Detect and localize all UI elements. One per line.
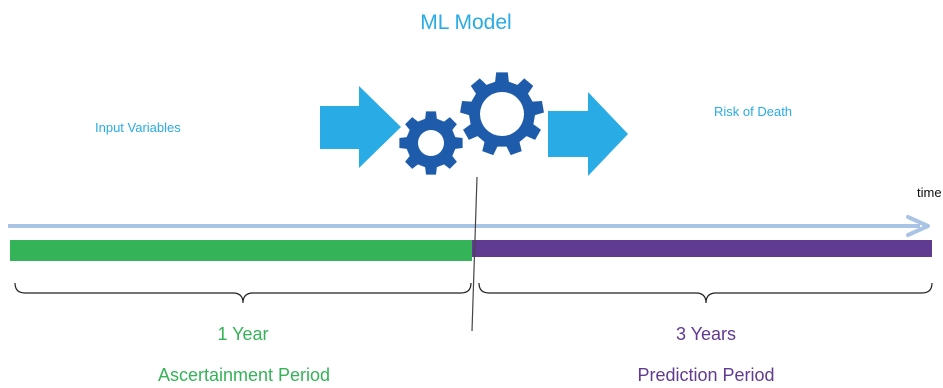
large-gear-icon [460, 72, 544, 156]
time-axis-label: time [917, 185, 942, 200]
output-arrow-icon [548, 92, 628, 176]
small-gear-icon [399, 111, 463, 175]
risk-of-death-label: Risk of Death [714, 104, 793, 119]
input-variables-label: Input Variables [95, 120, 181, 135]
ascertainment-brace [14, 282, 472, 304]
model-title: ML Model [420, 11, 512, 34]
ascertainment-period-label: Ascertainment Period [157, 365, 331, 385]
prediction-brace [478, 282, 933, 304]
ascertainment-period-bar [10, 240, 472, 261]
divider-line [471, 176, 478, 332]
input-arrow-icon [320, 86, 401, 168]
prediction-period-bar [472, 240, 932, 257]
ascertainment-duration-label: 1 Year [217, 324, 269, 344]
prediction-period-label: Prediction Period [637, 365, 775, 385]
time-axis-arrowhead [906, 215, 930, 237]
prediction-duration-label: 3 Years [675, 324, 737, 344]
